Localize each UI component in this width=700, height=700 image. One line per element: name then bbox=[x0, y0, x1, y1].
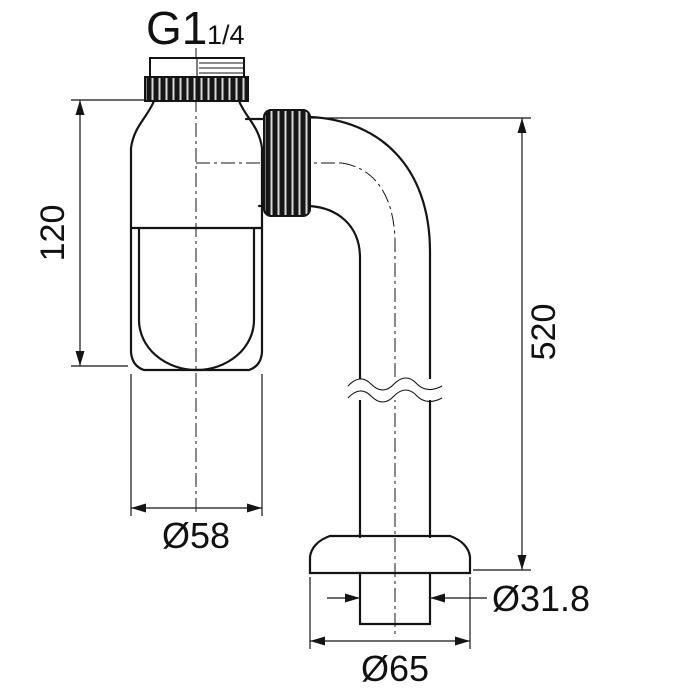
dim-label-520: 520 bbox=[525, 304, 563, 361]
inner-cup-outline bbox=[137, 226, 256, 372]
arrowhead-left bbox=[131, 503, 146, 513]
dimension-bottle-diameter: Ø58 bbox=[130, 374, 263, 556]
arrowhead-right bbox=[455, 636, 470, 646]
fitting-nut bbox=[144, 76, 249, 102]
pipe-break-lines bbox=[347, 377, 443, 403]
dimension-flange-diameter: Ø65 bbox=[309, 577, 471, 689]
dim-label-31-8: Ø31.8 bbox=[492, 578, 590, 619]
elbow-centerline bbox=[341, 162, 396, 239]
dim-label-120: 120 bbox=[34, 205, 72, 262]
break-wave-top bbox=[347, 377, 443, 391]
arrowhead-left bbox=[310, 636, 325, 646]
dim-label-58: Ø58 bbox=[162, 515, 230, 556]
bottle-trap-body bbox=[129, 99, 264, 372]
elbow-outer-edge bbox=[308, 115, 432, 539]
dimension-body-height: 120 bbox=[34, 99, 146, 367]
flange-outline bbox=[308, 534, 472, 575]
compression-nut bbox=[263, 109, 311, 217]
arrowhead-up bbox=[75, 100, 85, 115]
thread-fitting bbox=[144, 57, 249, 102]
thread-fraction-text: 1/4 bbox=[207, 20, 245, 50]
pipe-break-mask bbox=[354, 379, 436, 400]
arrowhead-up bbox=[517, 118, 527, 133]
arrowhead-right bbox=[247, 503, 262, 513]
outlet-elbow bbox=[244, 109, 432, 539]
elbow-inner-edge bbox=[308, 204, 362, 539]
arrowhead-down bbox=[75, 351, 85, 366]
arrowhead-down bbox=[517, 555, 527, 570]
thread-size-text: G1 bbox=[146, 2, 207, 54]
thread-label: G1 1/4 bbox=[146, 2, 245, 54]
dim-label-65: Ø65 bbox=[361, 648, 429, 689]
dimension-pipe-diameter: Ø31.8 bbox=[327, 578, 590, 619]
arrowhead-left bbox=[430, 593, 445, 603]
centerlines bbox=[195, 48, 396, 634]
break-wave-bottom bbox=[347, 389, 443, 403]
arrowhead-right bbox=[345, 593, 360, 603]
dimension-total-height: 520 bbox=[308, 117, 563, 571]
